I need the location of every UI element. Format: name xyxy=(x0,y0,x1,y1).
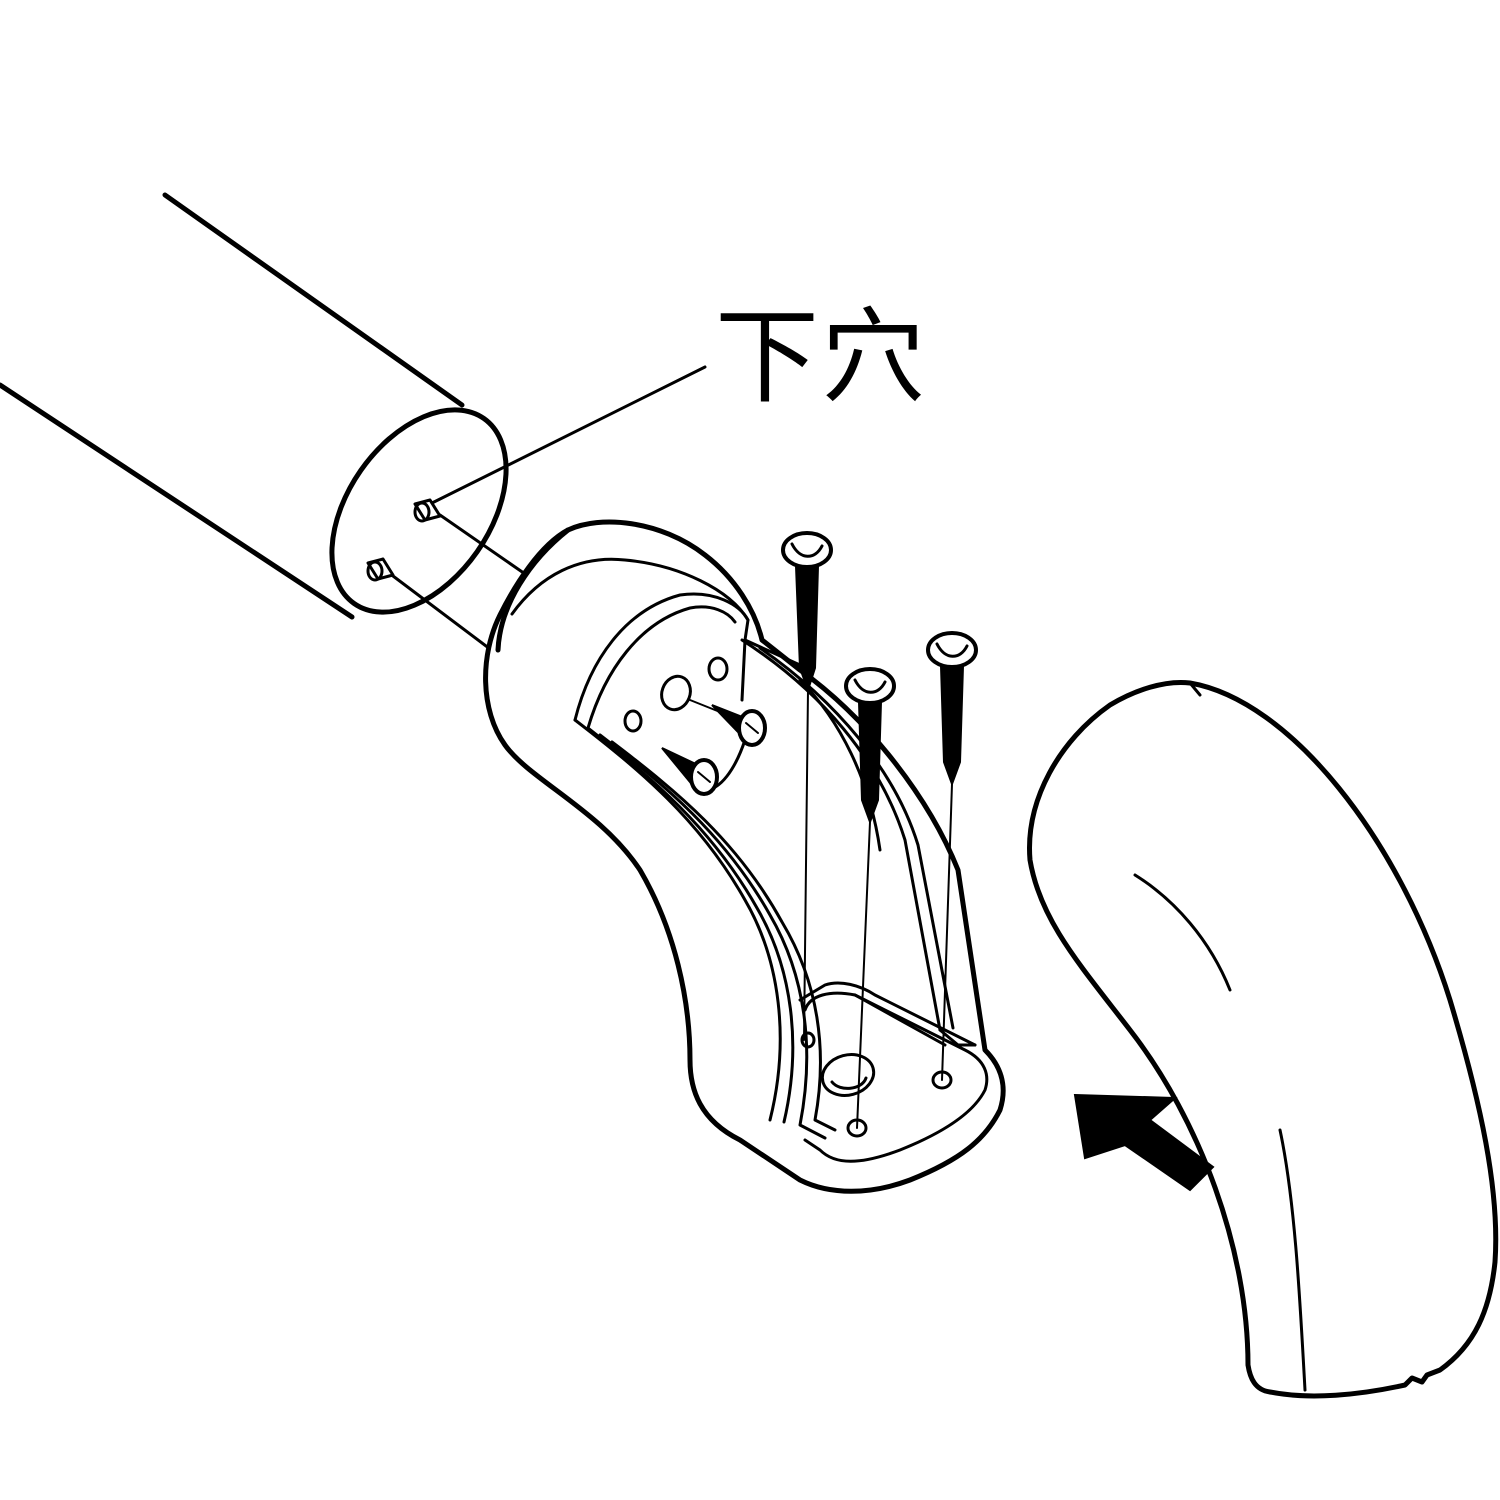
bracket-cover xyxy=(1027,679,1499,1399)
cover-highlight xyxy=(1133,873,1232,992)
cover-body xyxy=(1027,679,1499,1399)
ring-screw-upper xyxy=(711,704,767,747)
handrail-top-edge xyxy=(162,192,465,408)
bracket-base-plate xyxy=(803,991,989,1163)
bracket-body xyxy=(483,519,1006,1194)
ring-screw-lower xyxy=(661,747,719,796)
callout-leader-line xyxy=(430,365,707,505)
bracket-ring-inner xyxy=(573,592,750,722)
ring-hole-small xyxy=(707,656,729,682)
wood-screw-right xyxy=(926,631,978,787)
base-hole-back xyxy=(800,1031,816,1049)
wall-bracket xyxy=(483,519,1006,1194)
bracket-channel xyxy=(573,718,782,1122)
handrail-bar xyxy=(0,192,509,620)
handrail-bottom-edge xyxy=(0,382,355,620)
wood-screw-left xyxy=(781,531,833,694)
pilot-hole-label: 下穴 xyxy=(715,296,928,418)
ring-screws xyxy=(661,704,767,796)
wood-screw-middle xyxy=(844,667,896,825)
ring-hole-large xyxy=(660,674,692,712)
alignment-guides xyxy=(391,513,530,654)
ring-hole-left xyxy=(623,709,643,733)
bracket-ring-rim xyxy=(495,527,571,653)
screw-guides xyxy=(803,689,953,1129)
base-hole-center xyxy=(820,1053,876,1097)
wood-screws xyxy=(781,531,978,825)
assembly-direction-arrow xyxy=(1073,1093,1215,1192)
